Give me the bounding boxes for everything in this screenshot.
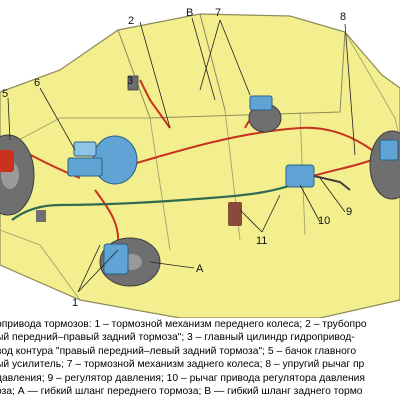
caption-line: опривода тормозов: 1 – тормозной механиз… bbox=[0, 319, 367, 330]
callout-2: 2 bbox=[128, 15, 134, 27]
roof-pillar-outline bbox=[199, 13, 226, 111]
rear-right-cylinder bbox=[379, 139, 399, 161]
callout-8: 8 bbox=[340, 11, 346, 23]
callout-9: 9 bbox=[346, 206, 352, 218]
callout-A: А bbox=[196, 263, 204, 275]
rear-left-cylinder bbox=[249, 95, 273, 111]
leader-lines bbox=[7, 17, 356, 293]
front-left-caliper bbox=[0, 150, 14, 172]
brake-line-red-branch bbox=[139, 79, 171, 129]
fluid-reservoir bbox=[73, 141, 97, 157]
caption-line: ый усилитель; 7 – тормозной механизм зад… bbox=[0, 359, 365, 371]
callout-1: 1 bbox=[72, 297, 78, 309]
callout-3: 3 bbox=[127, 75, 133, 87]
brake-line-red-main bbox=[119, 126, 386, 169]
pressure-sensor bbox=[127, 75, 139, 91]
brake-line-green-main bbox=[59, 180, 301, 207]
car-body-silhouette bbox=[0, 13, 400, 319]
windshield-outline bbox=[117, 29, 346, 119]
caption-line: вод контура "правый передний–левый задни… bbox=[0, 345, 357, 357]
callout-11: 11 bbox=[256, 235, 267, 247]
master-cylinder bbox=[67, 157, 103, 177]
caption-line: оза; А — гибкий шланг переднего тормоза;… bbox=[0, 386, 363, 398]
callout-5: 5 bbox=[2, 88, 8, 100]
caption-line: ый передний–правый задний тормоза"; 3 – … bbox=[0, 332, 355, 344]
brake-line-green-left bbox=[11, 203, 61, 221]
pressure-regulator bbox=[285, 164, 315, 188]
regulator-lever bbox=[313, 175, 351, 191]
callout-6: 6 bbox=[34, 77, 40, 89]
caption-line: давления; 9 – регулятор давления; 10 – р… bbox=[0, 372, 365, 384]
figure-caption: опривода тормозов: 1 – тормозной механиз… bbox=[0, 318, 400, 400]
callout-7: 7 bbox=[215, 7, 221, 19]
callout-10: 10 bbox=[318, 215, 330, 227]
bumper-outline bbox=[0, 229, 81, 301]
small-bracket bbox=[36, 210, 46, 222]
front-right-caliper bbox=[103, 243, 129, 275]
callout-B: В bbox=[186, 7, 193, 19]
tee-fitting bbox=[228, 202, 242, 226]
